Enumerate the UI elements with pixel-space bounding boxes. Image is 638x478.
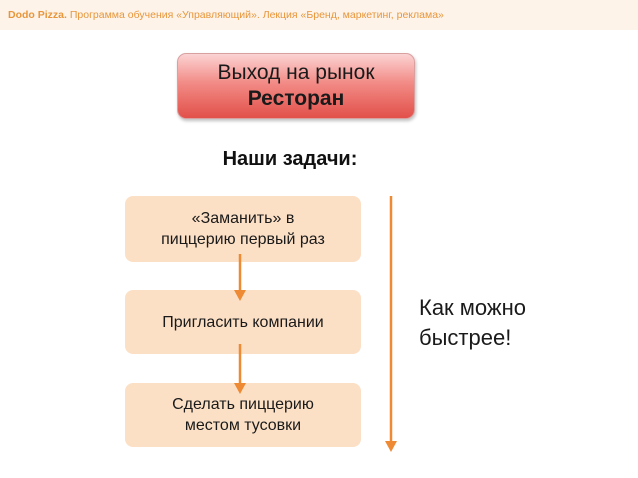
course-title: Программа обучения «Управляющий». Лекция… (66, 9, 444, 21)
arrow-task2-to-task3 (234, 344, 246, 394)
task-box-3: Сделать пиццерию местом тусовки (125, 383, 361, 447)
side-note: Как можно быстрее! (419, 293, 579, 353)
task-2-line-1: Пригласить компании (162, 313, 324, 331)
task-1-line-1: «Заманить» в (191, 210, 295, 227)
tasks-heading: Наши задачи: (222, 148, 358, 170)
task-box-2: Пригласить компании (125, 290, 361, 354)
timeline-arrow (385, 196, 397, 452)
side-note-line-1: Как можно (419, 295, 527, 320)
arrow-task1-to-task2 (234, 254, 246, 301)
brand-name: Dodo Pizza. (8, 9, 67, 21)
task-3-line-2: местом тусовки (184, 417, 302, 434)
side-note-line-2: быстрее! (419, 325, 512, 350)
header-bar: Dodo Pizza. Программа обучения «Управляю… (0, 0, 638, 30)
task-3-line-1: Сделать пиццерию (172, 396, 314, 413)
title-line-2: Ресторан (247, 87, 345, 110)
title-line-1: Выход на рынок (217, 61, 375, 84)
task-box-1: «Заманить» в пиццерию первый раз (125, 196, 361, 262)
title-box: Выход на рынок Ресторан (177, 53, 415, 119)
task-1-line-2: пиццерию первый раз (161, 231, 325, 248)
header-text: Dodo Pizza. Программа обучения «Управляю… (8, 9, 444, 21)
